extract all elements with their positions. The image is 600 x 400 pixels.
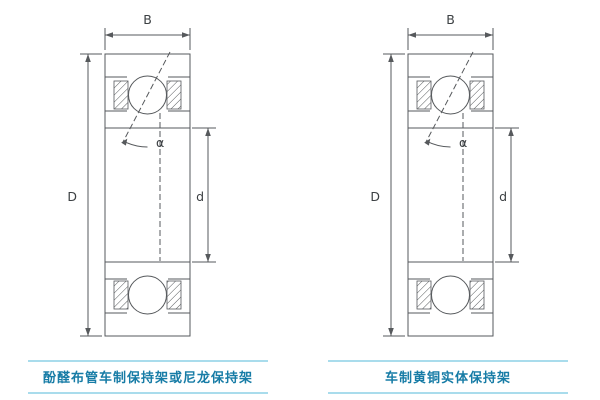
dimension-outer-diameter-D: D [370, 53, 405, 337]
figure-left: α B D [20, 5, 250, 361]
dimension-width-B: B [104, 12, 191, 50]
dimension-bore-diameter-d: d [495, 127, 519, 263]
dimension-width-B: B [407, 12, 494, 50]
contact-angle-annotation: α [424, 51, 474, 261]
dimension-outer-diameter-D: D [67, 53, 102, 337]
ball-bottom [431, 275, 470, 315]
figure-right: α B D [323, 5, 553, 361]
dimension-bore-diameter-d: d [192, 127, 216, 263]
cage-section-bottom [113, 280, 182, 310]
dimension-label-D: D [370, 189, 380, 204]
bearing-diagram-left: α B D [67, 12, 216, 337]
caption-right-cage-type: 车制黄铜实体保持架 [328, 360, 568, 394]
contact-angle-label: α [156, 135, 164, 150]
dimension-label-B: B [446, 12, 455, 27]
contact-angle-annotation: α [121, 51, 171, 261]
cage-section-top [416, 80, 485, 110]
dimension-label-D: D [67, 189, 77, 204]
caption-left-cage-type: 酚醛布管车制保持架或尼龙保持架 [28, 360, 268, 394]
contact-angle-label: α [459, 135, 467, 150]
bearing-cross-section [104, 53, 191, 337]
dimension-label-d: d [196, 189, 204, 204]
bearing-diagram-right: α B D [370, 12, 519, 337]
ball-bottom [128, 275, 167, 315]
bearing-cross-section [407, 53, 494, 337]
dimension-label-B: B [143, 12, 152, 27]
dimension-label-d: d [499, 189, 507, 204]
